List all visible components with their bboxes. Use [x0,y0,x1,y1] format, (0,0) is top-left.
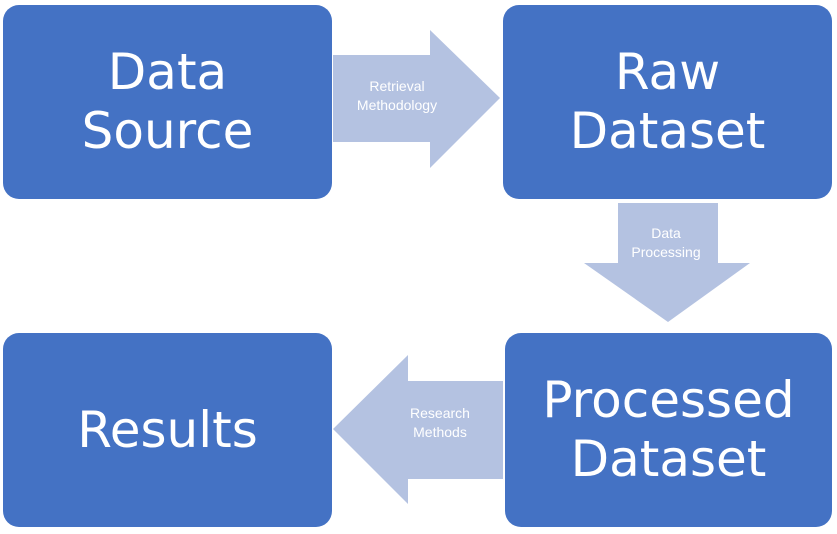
processed-dataset-box: Processed Dataset [505,333,832,527]
raw-dataset-box: Raw Dataset [503,5,832,199]
processed-dataset-label: Processed Dataset [542,371,795,488]
data-processing-label: Data Processing [631,225,701,260]
results-label: Results [77,400,258,459]
data-source-box: Data Source [3,5,332,199]
processing-arrow [584,203,750,322]
research-methods-label: Research Methods [410,405,470,440]
data-source-label: Data Source [81,43,254,160]
raw-dataset-label: Raw Dataset [569,43,766,160]
results-box: Results [3,333,332,527]
retrieval-methodology-label: Retrieval Methodology [356,78,438,113]
